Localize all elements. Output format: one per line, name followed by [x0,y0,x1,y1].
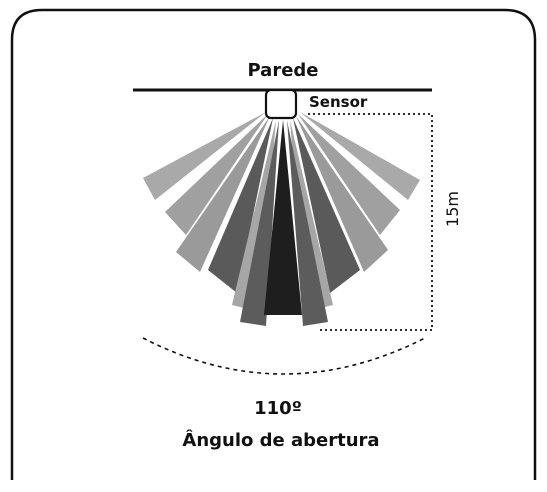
detection-fan [143,112,420,326]
sensor-label: Sensor [309,93,368,111]
beam-left-outer [143,112,266,200]
beam-right-inner [290,120,333,312]
angle-caption: Ângulo de abertura [182,429,379,451]
beam-right-inner-dark [287,120,328,326]
beam-right-2 [298,114,400,235]
beam-right-dark [293,118,360,293]
wall-label: Parede [247,60,318,81]
beam-right-outer [300,112,420,200]
distance-bracket [308,113,433,331]
beam-left-inner [232,120,276,312]
angle-value: 110º [254,398,302,419]
sensor-box-icon [264,88,298,120]
beam-right-3 [296,116,388,272]
beam-left-3 [176,116,270,272]
frame-border [10,8,537,480]
beam-left-2 [165,114,268,235]
beam-left-dark [208,118,273,293]
coverage-arc [142,337,426,375]
beam-center [264,120,302,315]
distance-label: 15m [443,191,462,227]
